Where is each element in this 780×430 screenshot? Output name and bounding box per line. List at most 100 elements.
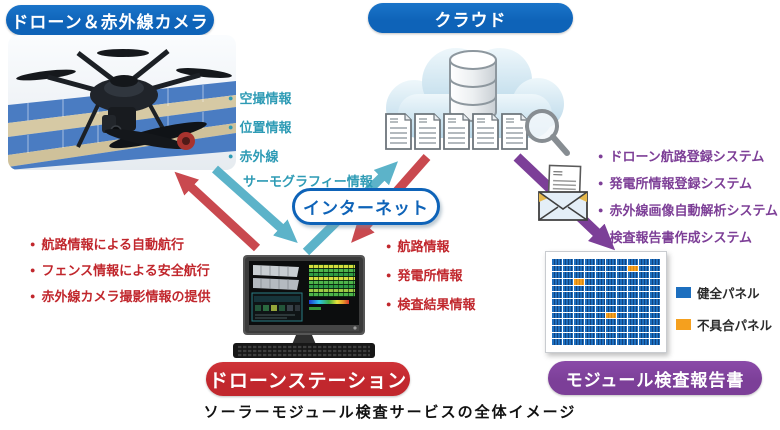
panel-cell: [628, 299, 639, 305]
list-item: ●赤外線カメラ撮影情報の提供: [30, 289, 211, 304]
thermal-colorbar: [309, 300, 349, 304]
list-item: ●赤外線画像自動解析システム: [598, 203, 779, 218]
panel-cell: [628, 259, 639, 265]
panel-cell: [573, 312, 584, 319]
panel-cell: [606, 325, 617, 332]
panel-cell: [573, 285, 584, 292]
drone-photo: [8, 35, 236, 170]
panel-cell: [617, 292, 628, 299]
panel-cell: [650, 299, 660, 305]
bullet-icon: ●: [598, 177, 604, 188]
panel-cell: [650, 305, 660, 312]
panel-cell: [606, 339, 617, 345]
panel-cell: [639, 279, 650, 285]
panel-cell: [584, 312, 595, 319]
drone-silhouette: [16, 49, 232, 150]
panel-cell: [606, 319, 617, 325]
legend-label: 健全パネル: [697, 287, 760, 301]
workstation-illustration: [233, 255, 375, 358]
panel-cell: [617, 339, 628, 345]
panel-cell: [595, 265, 606, 272]
panel-cell: [552, 285, 562, 292]
envelope-icon: [538, 164, 588, 221]
panel-cell: [552, 312, 562, 319]
panel-cell: [617, 272, 628, 279]
panel-cell: [562, 279, 573, 285]
bullet-icon: ●: [30, 264, 36, 275]
list-item: ●発電所情報登録システム: [598, 176, 753, 191]
panel-cell: [639, 272, 650, 279]
panel-cell: [650, 265, 660, 272]
panel-cell: [584, 299, 595, 305]
panel-cell: [573, 292, 584, 299]
database-icon: [449, 50, 497, 122]
panel-cell: [617, 259, 628, 265]
panel-cell: [606, 332, 617, 339]
legend-label: 不具合パネル: [697, 319, 773, 333]
panel-cell: [562, 292, 573, 299]
panel-cell: [617, 285, 628, 292]
legend: 健全パネル 不具合パネル: [676, 283, 772, 334]
panel-cell: [595, 292, 606, 299]
panel-cell: [562, 312, 573, 319]
panel-cell: [562, 299, 573, 305]
panel-cell: [650, 339, 660, 345]
panel-cell: [595, 305, 606, 312]
panel-cell: [595, 319, 606, 325]
panel-cell: [617, 299, 628, 305]
legend-row-defect: 不具合パネル: [676, 315, 772, 334]
panel-cell: [617, 305, 628, 312]
panel-cell: [552, 279, 562, 285]
bullet-icon: ●: [386, 269, 392, 280]
cloud-outputs-list: ●航路情報 ●発電所情報 ●検査結果情報: [386, 236, 475, 313]
list-item: ●位置情報: [228, 120, 292, 135]
bullet-icon: ●: [30, 238, 36, 249]
panel-cell: [573, 272, 584, 279]
panel-cell: [562, 272, 573, 279]
panel-cell: [650, 332, 660, 339]
list-item: ●ドローン航路登録システム: [598, 149, 765, 164]
panel-cell: [584, 319, 595, 325]
panel-cell: [552, 259, 562, 265]
list-item: ●検査結果情報: [386, 297, 476, 312]
panel-cell: [584, 292, 595, 299]
panel-cell: [552, 305, 562, 312]
list-item: ●赤外線: [228, 149, 279, 164]
list-item: ●空撮情報: [228, 91, 292, 106]
list-item: ●フェンス情報による安全航行: [30, 263, 210, 278]
panel-cell: [650, 272, 660, 279]
panel-cell: [639, 312, 650, 319]
panel-cell: [639, 339, 650, 345]
panel-cell: [595, 272, 606, 279]
panel-cell: [573, 325, 584, 332]
panel-cell: [617, 279, 628, 285]
panel-cell: [650, 279, 660, 285]
analysis-app-screen: [251, 264, 355, 322]
panel-cell: [650, 292, 660, 299]
panel-cell: [628, 292, 639, 299]
panel-cell: [650, 285, 660, 292]
defect-panel-cell: [628, 265, 639, 272]
panel-cell: [606, 305, 617, 312]
panel-cell: [595, 325, 606, 332]
panel-cell: [606, 285, 617, 292]
panel-cell: [628, 319, 639, 325]
healthy-panel-swatch: [676, 287, 691, 298]
panel-cell: [628, 312, 639, 319]
defect-panel-swatch: [676, 319, 691, 330]
panel-cell: [552, 272, 562, 279]
panel-cell: [606, 265, 617, 272]
panel-cell: [628, 285, 639, 292]
panel-cell: [650, 319, 660, 325]
panel-cell: [606, 299, 617, 305]
document-icons: [385, 113, 528, 150]
magnifier-icon: [525, 109, 570, 156]
panel-cell: [639, 325, 650, 332]
panel-cell: [552, 299, 562, 305]
station-features-list: ●航路情報による自動航行 ●フェンス情報による安全航行 ●赤外線カメラ撮影情報の…: [30, 234, 210, 305]
panel-cell: [573, 259, 584, 265]
panel-cell: [552, 319, 562, 325]
panel-cell: [573, 319, 584, 325]
module-report-label: モジュール検査報告書: [548, 361, 762, 395]
